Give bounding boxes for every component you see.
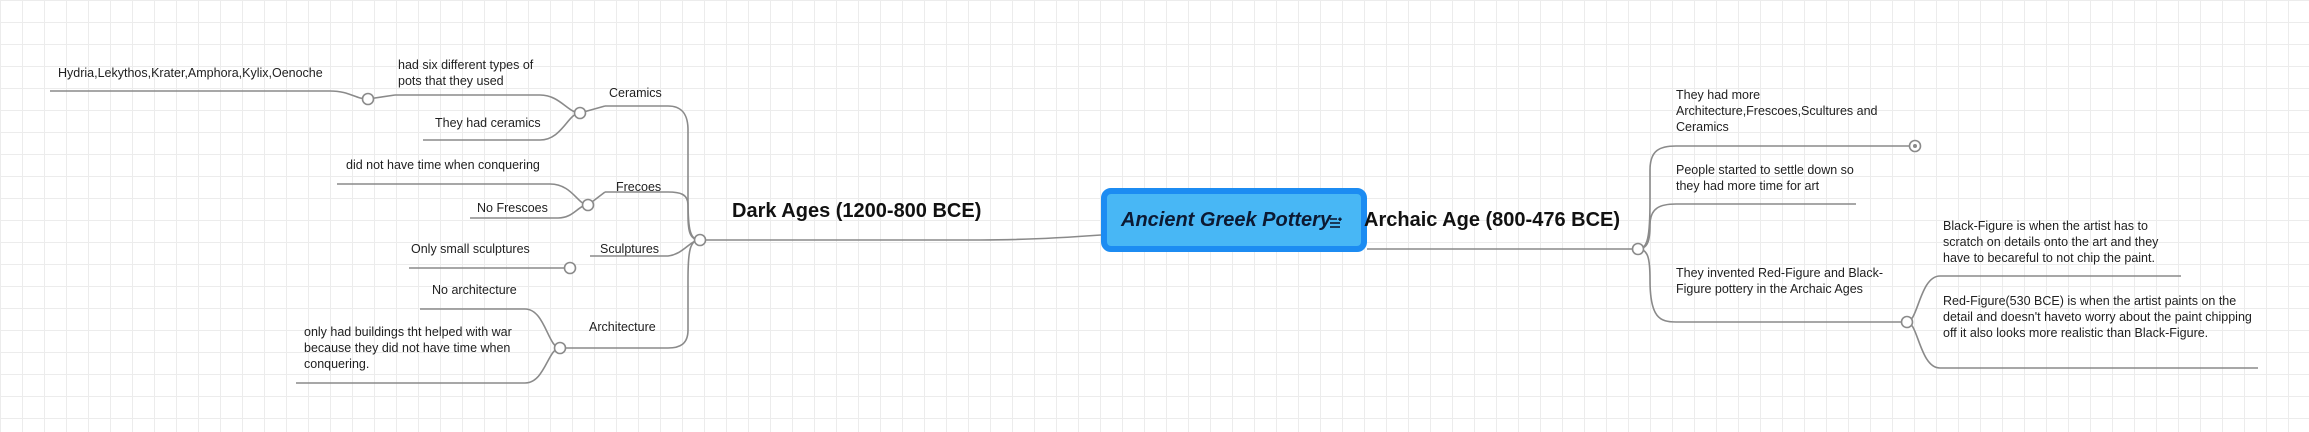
edge-six-grandchild	[50, 90, 396, 100]
node-invented-figures[interactable]: They invented Red-Figure and Black-Figur…	[1676, 266, 1884, 296]
collapse-dot-invented	[1900, 315, 1914, 329]
collapse-dot-sculptures	[563, 261, 577, 275]
topic-frescoes[interactable]: Frecoes	[616, 180, 662, 194]
notes-icon[interactable]	[1329, 217, 1343, 229]
root-topic-title: Ancient Greek Pottery	[1121, 208, 1332, 231]
collapse-dot-six-types	[361, 92, 375, 106]
edge-hub-ceramics	[605, 105, 701, 241]
edge-hub-invented	[1637, 248, 1907, 323]
node-more-art[interactable]: They had more Architecture,Frescoes,Scul…	[1676, 88, 1878, 134]
node-war-buildings[interactable]: only had buildings tht helped with war b…	[304, 325, 512, 371]
edge-hub-more	[1637, 145, 1915, 250]
collapse-dot-ceramics	[573, 106, 587, 120]
collapse-dot-left-hub	[693, 233, 707, 247]
node-no-time-conquering[interactable]: did not have time when conquering	[346, 158, 540, 172]
node-settle-down[interactable]: People started to settle down so they ha…	[1676, 163, 1854, 193]
edge-frescoes-didnot	[337, 183, 589, 206]
branch-archaic-age[interactable]: Archaic Age (800-476 BCE)	[1364, 209, 1621, 231]
collapse-dot-right-hub	[1631, 242, 1645, 256]
node-six-types[interactable]: had six different types of pots that the…	[398, 58, 534, 88]
node-pot-types[interactable]: Hydria,Lekythos,Krater,Amphora,Kylix,Oen…	[58, 66, 323, 80]
topic-ceramics[interactable]: Ceramics	[609, 86, 662, 100]
root-topic[interactable]: Ancient Greek Pottery	[1101, 188, 1367, 252]
edge-hub-architecture	[590, 239, 701, 349]
topic-sculptures[interactable]: Sculptures	[600, 242, 660, 256]
edge-hub-frescoes	[605, 191, 701, 241]
node-black-figure[interactable]: Black-Figure is when the artist has to s…	[1943, 219, 2159, 265]
collapse-dot-frescoes	[581, 198, 595, 212]
edge-hub-people	[1637, 203, 1856, 250]
node-had-ceramics[interactable]: They had ceramics	[435, 116, 541, 130]
edge-ceramics-six	[395, 94, 581, 114]
node-small-sculptures[interactable]: Only small sculptures	[411, 242, 530, 256]
edge-root-left	[700, 234, 1102, 241]
topic-architecture[interactable]: Architecture	[589, 320, 656, 334]
collapse-dot-architecture	[553, 341, 567, 355]
node-no-architecture[interactable]: No architecture	[432, 283, 517, 297]
node-no-frescoes[interactable]: No Frescoes	[477, 201, 548, 215]
node-red-figure[interactable]: Red-Figure(530 BCE) is when the artist p…	[1943, 294, 2252, 340]
branch-dark-ages[interactable]: Dark Ages (1200-800 BCE)	[732, 200, 982, 222]
collapsed-dot-more-inner	[1913, 144, 1917, 148]
